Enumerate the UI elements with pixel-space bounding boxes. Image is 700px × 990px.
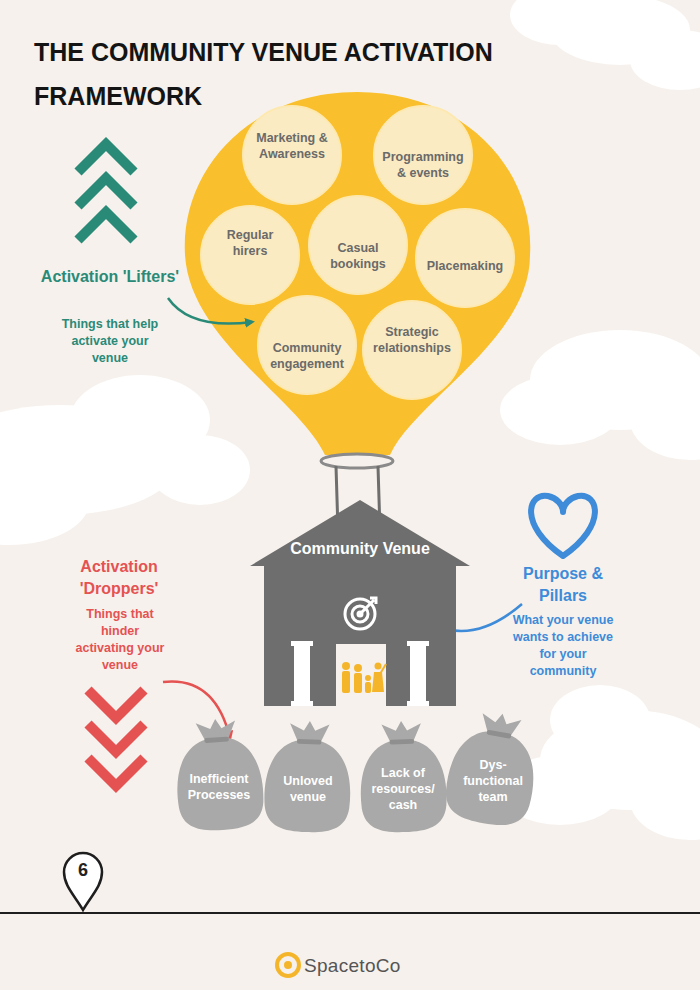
lifters-heading: Activation 'Lifters' bbox=[40, 266, 180, 288]
page-pin: 6 bbox=[61, 850, 105, 912]
dropper-label: Lack of resources/ cash bbox=[365, 765, 441, 814]
lifter-label: Strategic relationships bbox=[370, 324, 454, 357]
lifter-label: Marketing & Awareness bbox=[250, 130, 334, 163]
bag-tie bbox=[297, 739, 322, 745]
lifter-label: Community engagement bbox=[265, 340, 349, 373]
lifter-label: Placemaking bbox=[423, 258, 507, 274]
column bbox=[291, 641, 313, 646]
lifter-label: Casual bookings bbox=[316, 240, 400, 273]
dropper-bag: Unloved venue bbox=[261, 718, 355, 834]
clouds bbox=[0, 0, 700, 840]
lifter-chevrons bbox=[78, 144, 134, 240]
page-number: 6 bbox=[61, 860, 105, 881]
dropper-label: Dys- functional team bbox=[455, 757, 531, 806]
purpose-heading: Purpose & Pillars bbox=[508, 563, 618, 606]
droppers-heading: Activation 'Droppers' bbox=[44, 556, 194, 599]
lifters-note: Things that help activate your venue bbox=[55, 316, 165, 367]
people-figures bbox=[342, 662, 386, 693]
balloon bbox=[185, 92, 531, 455]
lifter-circle: Placemaking bbox=[415, 208, 515, 308]
lifter-circle: Regular hirers bbox=[200, 205, 300, 305]
bag-tie bbox=[204, 737, 229, 744]
column bbox=[291, 701, 313, 706]
pin-outline bbox=[61, 850, 105, 912]
dropper-bag: Lack of resources/ cash bbox=[356, 718, 450, 834]
bag-body bbox=[174, 736, 266, 833]
column bbox=[407, 701, 429, 706]
venue-name: Community Venue bbox=[290, 538, 430, 560]
logo-mark bbox=[277, 954, 299, 976]
diagram-title: THE COMMUNITY VENUE ACTIVATION FRAMEWORK bbox=[34, 30, 614, 118]
bag-body bbox=[441, 726, 541, 830]
bag-body bbox=[359, 740, 448, 834]
dropper-bag: Dys- functional team bbox=[446, 710, 540, 826]
column bbox=[294, 646, 310, 701]
ground-line bbox=[0, 912, 700, 914]
door bbox=[336, 644, 386, 706]
lifter-circle: Casual bookings bbox=[308, 195, 408, 295]
balloon-ring bbox=[321, 454, 393, 468]
lifter-label: Regular hirers bbox=[208, 227, 292, 260]
lifter-circle: Community engagement bbox=[257, 295, 357, 395]
lifter-circle: Strategic relationships bbox=[362, 300, 462, 400]
bag-neck bbox=[479, 710, 522, 738]
dropper-label: Inefficient Processes bbox=[181, 771, 257, 804]
house-outline bbox=[250, 496, 470, 706]
dropper-chevrons bbox=[88, 690, 144, 786]
lifter-circle: Programming & events bbox=[373, 105, 473, 205]
column bbox=[410, 646, 426, 701]
lifter-circle: Marketing & Awareness bbox=[242, 105, 342, 205]
target-icon bbox=[345, 598, 376, 629]
heart-icon bbox=[531, 496, 595, 556]
droppers-note: Things that hinder activating your venue bbox=[70, 606, 170, 674]
column bbox=[407, 641, 429, 646]
house-body bbox=[250, 500, 470, 706]
bag-tie bbox=[390, 739, 415, 745]
dropper-label: Unloved venue bbox=[270, 773, 346, 806]
logo-text: SpacetoCo bbox=[304, 953, 424, 979]
bag-tie bbox=[487, 730, 512, 739]
dropper-bag: Inefficient Processes bbox=[172, 716, 266, 832]
logo-mark bbox=[284, 961, 292, 969]
bag-body bbox=[263, 740, 352, 834]
venue-house: Community Venue bbox=[250, 496, 470, 706]
lifter-label: Programming & events bbox=[381, 149, 465, 182]
purpose-note: What your venue wants to achieve for you… bbox=[512, 612, 614, 680]
